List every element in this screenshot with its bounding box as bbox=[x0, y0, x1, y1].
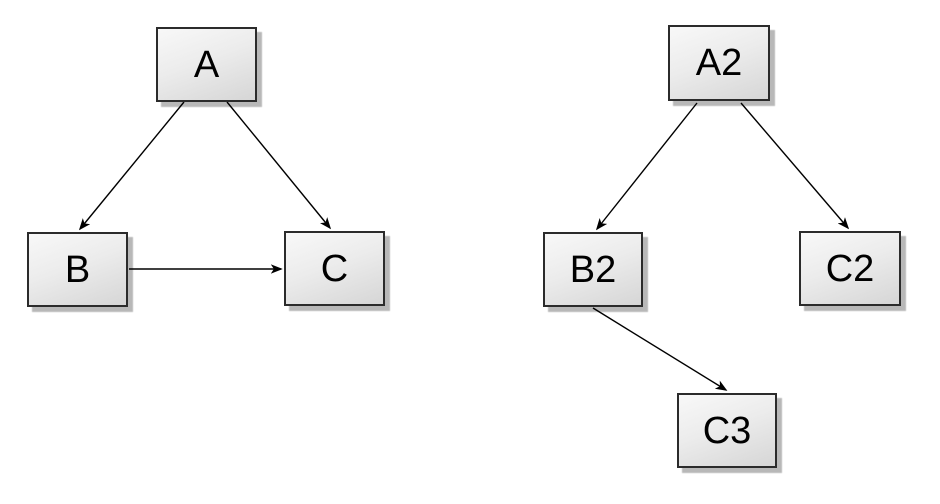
node-C[interactable]: C bbox=[284, 231, 385, 306]
edge-B2-C3[interactable] bbox=[592, 307, 728, 391]
node-B2[interactable]: B2 bbox=[543, 232, 643, 307]
edge-A-B[interactable] bbox=[78, 101, 185, 231]
node-label-C3: C3 bbox=[702, 409, 752, 452]
node-C2[interactable]: C2 bbox=[799, 231, 901, 306]
node-A2[interactable]: A2 bbox=[668, 25, 770, 101]
node-label-A2: A2 bbox=[695, 42, 743, 84]
edge-A2-B2[interactable] bbox=[595, 102, 698, 231]
node-label-B2: B2 bbox=[569, 248, 617, 291]
node-A[interactable]: A bbox=[156, 27, 257, 102]
node-C3[interactable]: C3 bbox=[677, 393, 777, 468]
node-label-C2: C2 bbox=[825, 247, 875, 290]
edge-A-C[interactable] bbox=[226, 101, 332, 230]
node-B[interactable]: B bbox=[27, 232, 128, 307]
node-label-A: A bbox=[193, 43, 220, 86]
node-label-B: B bbox=[64, 248, 91, 291]
edge-A2-C2[interactable] bbox=[740, 102, 850, 230]
node-label-C: C bbox=[320, 247, 349, 290]
